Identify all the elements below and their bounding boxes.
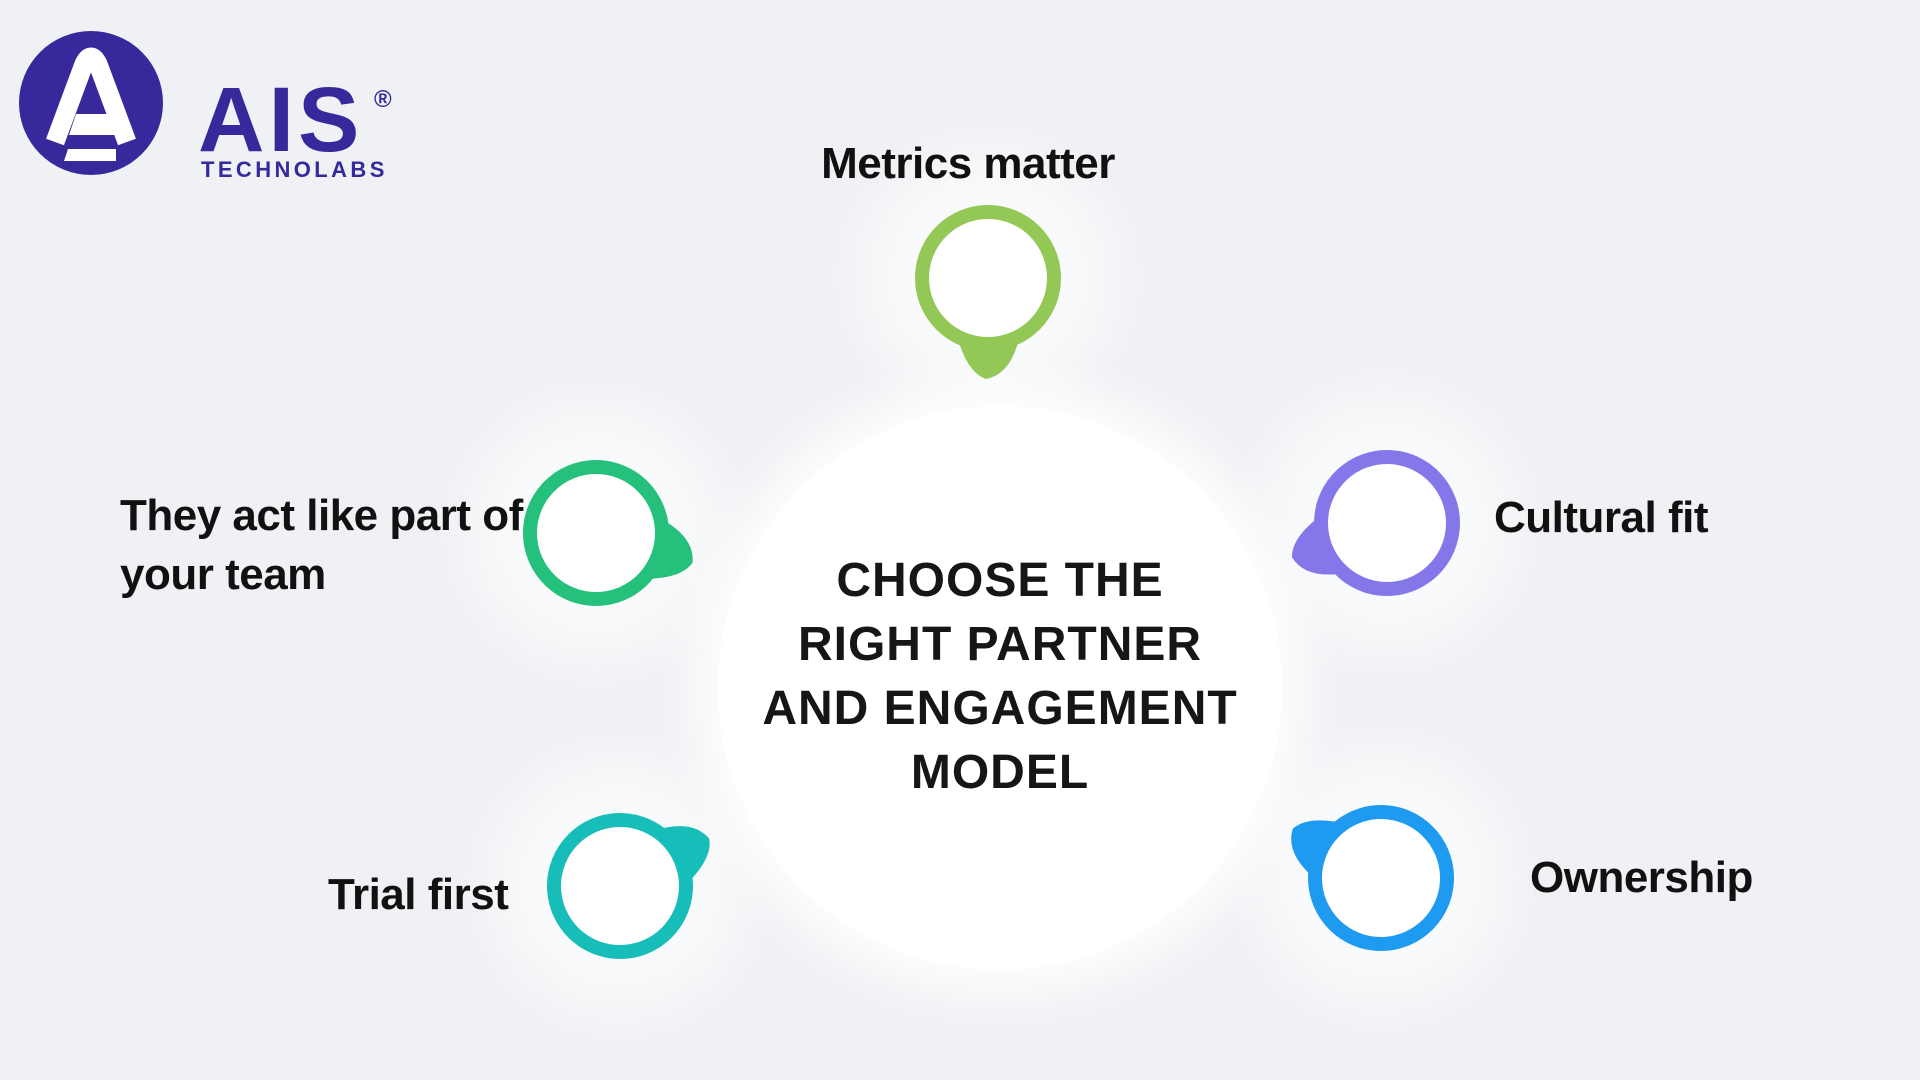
team-pin-icon <box>460 397 732 669</box>
cultural-fit-label: Cultural fit <box>1494 493 1708 542</box>
metrics-matter-pin-icon <box>878 168 1098 388</box>
ownership-label: Ownership <box>1530 853 1753 902</box>
registered-trademark-icon: ® <box>374 86 392 113</box>
metrics-matter-label: Metrics matter <box>821 139 1115 188</box>
ownership-pin-icon <box>1232 729 1530 1027</box>
logo-brand-text: AIS <box>198 69 364 171</box>
center-title: CHOOSE THE RIGHT PARTNER AND ENGAGEMENT … <box>762 549 1237 805</box>
team-label-line: your team <box>120 550 326 599</box>
center-title-line: MODEL <box>910 746 1090 799</box>
team-label-line: They act like part of <box>120 491 523 540</box>
center-title-line: RIGHT PARTNER <box>797 618 1203 671</box>
center-title-line: CHOOSE THE <box>836 554 1164 607</box>
ais-logo: AIS ® TECHNOLABS <box>18 30 438 190</box>
ais-logo-mark-icon <box>19 31 163 175</box>
team-label: They act like part of your team <box>120 486 523 604</box>
center-title-line: AND ENGAGEMENT <box>762 682 1238 735</box>
trial-first-label: Trial first <box>328 870 509 919</box>
logo-subtitle-text: TECHNOLABS <box>201 157 388 182</box>
trial-first-pin-icon <box>470 736 769 1035</box>
center-circle: CHOOSE THE RIGHT PARTNER AND ENGAGEMENT … <box>718 406 1282 970</box>
cultural-fit-pin-icon <box>1245 381 1529 665</box>
